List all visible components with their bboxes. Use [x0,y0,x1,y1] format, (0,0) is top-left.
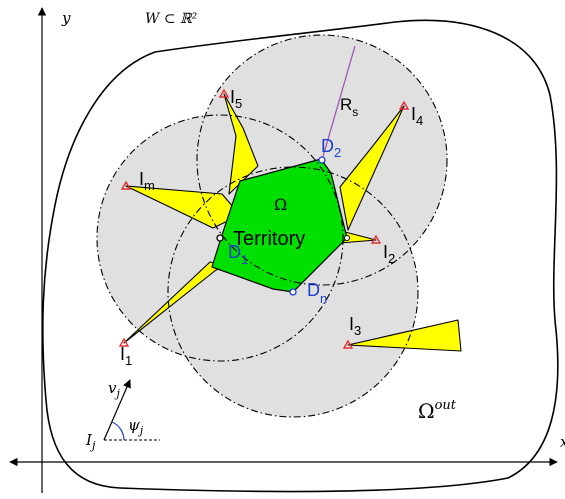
omega-label: Ω [274,195,287,214]
intruder-marker-i4 [398,100,410,110]
cone-i4 [339,105,405,231]
x-axis-label: x [560,433,565,451]
intruder-marker-i1 [118,337,130,347]
workspace-label-text: W ⊂ ℝ² [145,11,198,27]
sensing-radius-line [321,45,356,161]
defender-marker-d1 [216,234,224,242]
intruder-markers [118,88,410,349]
boundary-point-right [344,235,350,241]
heading-label: ψj [128,416,144,437]
defender-markers [216,156,350,296]
intruder-cones [123,93,462,352]
intruder-marker-i2 [370,234,382,244]
velocity-label: vj [108,379,120,400]
defender-labels: D2 D1 Dn [228,136,341,306]
position-label: Ij [85,431,96,452]
territory-label: Territory [233,228,305,250]
sensing-circle-d1 [96,114,344,362]
intruder-marker-i3 [342,339,354,349]
workspace-boundary [41,19,559,493]
sensing-radius-label: Rs [340,95,358,119]
y-axis-label: y [61,9,71,27]
intruder-marker-i5 [218,88,230,98]
defender-marker-dn [289,288,297,296]
workspace-label: W ⊂ ℝ² [145,11,198,27]
velocity-arrow [103,379,131,441]
sensing-circle-dn [167,166,419,418]
sensing-radius-main: R [340,95,352,114]
sensing-circle-d2 [196,34,448,286]
heading-angle-arc [111,421,125,441]
intruder-marker-im [120,180,132,190]
intruder-label-i1: I1 [120,344,132,368]
defender-marker-d2 [318,156,326,164]
sensing-radius-sub: s [352,105,358,119]
outside-label: Ωout [418,398,457,423]
